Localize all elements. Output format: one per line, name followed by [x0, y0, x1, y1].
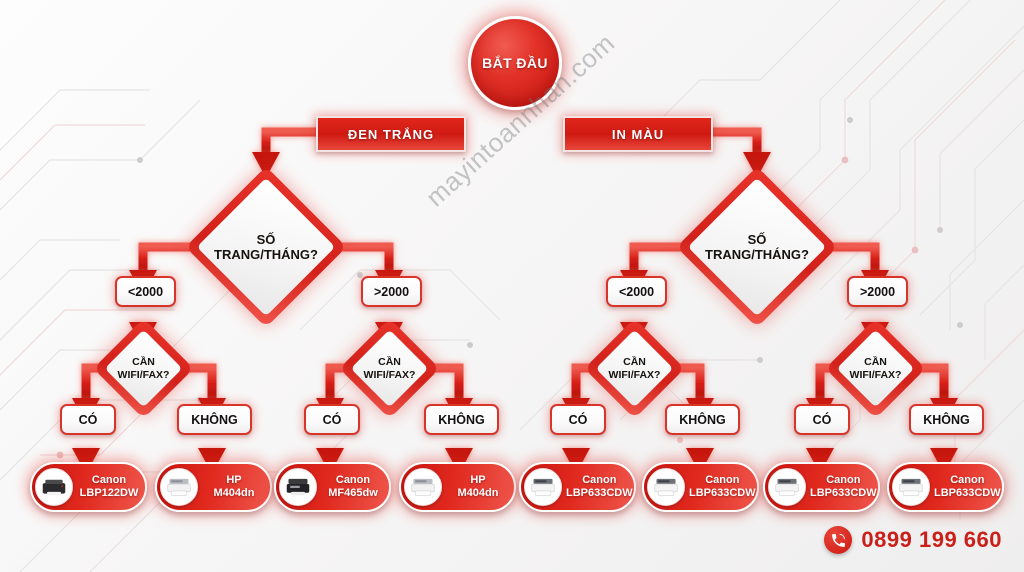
tag-yes-3: CÓ: [550, 404, 606, 435]
product-card[interactable]: HP M404dn: [399, 462, 516, 512]
decision-text: CẦN WIFI/FAX?: [850, 356, 902, 381]
product-model: M404dn: [457, 487, 499, 499]
decision-line-1: CẦN: [378, 356, 401, 369]
tag-yes-4: CÓ: [794, 404, 850, 435]
decision-line-1: SỐ: [256, 231, 276, 247]
product-card[interactable]: Canon LBP633CDW: [887, 462, 1004, 512]
decision-wifi-4: CẦN WIFI/FAX?: [825, 318, 926, 419]
tag-label: KHÔNG: [923, 412, 970, 427]
product-brand: Canon: [335, 473, 371, 486]
product-name: Canon LBP122DW: [73, 474, 145, 500]
printer-white-icon: [647, 468, 685, 506]
product-model: MF465dw: [328, 487, 378, 499]
product-brand: HP: [470, 473, 486, 486]
product-card[interactable]: Canon LBP633CDW: [519, 462, 636, 512]
decision-wifi-2: CẦN WIFI/FAX?: [339, 318, 440, 419]
product-model: M404dn: [213, 487, 255, 499]
product-name: HP M404dn: [198, 474, 270, 500]
decision-line-2: TRANG/THÁNG?: [214, 247, 318, 262]
product-model: LBP633CDW: [689, 487, 756, 499]
product-brand: Canon: [582, 473, 617, 486]
branch-label: IN MÀU: [611, 126, 665, 142]
tag-label: KHÔNG: [438, 412, 485, 427]
decision-line-2: TRANG/THÁNG?: [705, 247, 809, 262]
tag-yes-2: CÓ: [304, 404, 360, 435]
product-card[interactable]: Canon LBP633CDW: [642, 462, 759, 512]
start-label: BẮT ĐẦU: [482, 55, 548, 71]
phone-number: 0899 199 660: [861, 527, 1002, 552]
product-name: HP M404dn: [442, 474, 514, 500]
decision-line-1: SỐ: [747, 231, 767, 247]
printer-white-icon: [768, 468, 806, 506]
printer-white-icon: [892, 468, 930, 506]
decision-wifi-3: CẦN WIFI/FAX?: [584, 318, 685, 419]
decision-line-1: CẦN: [864, 356, 887, 369]
tag-label: CÓ: [322, 412, 342, 427]
product-name: Canon MF465dw: [317, 474, 389, 500]
decision-line-2: WIFI/FAX?: [117, 368, 170, 381]
printer-white-icon: [404, 468, 442, 506]
branch-black-white[interactable]: ĐEN TRẮNG: [316, 116, 466, 152]
decision-line-2: WIFI/FAX?: [363, 368, 416, 381]
tag-yes-1: CÓ: [60, 404, 116, 435]
tag-label: >2000: [373, 284, 410, 299]
decision-volume-color: SỐ TRANG/THÁNG?: [676, 166, 838, 328]
tag-bw-low-volume: <2000: [115, 276, 176, 307]
product-name: Canon LBP633CDW: [806, 474, 881, 500]
decision-volume-bw: SỐ TRANG/THÁNG?: [185, 166, 347, 328]
product-brand: Canon: [950, 473, 985, 486]
decision-text: SỐ TRANG/THÁNG?: [214, 232, 318, 263]
tag-color-low-volume: <2000: [606, 276, 667, 307]
tag-label: CÓ: [78, 412, 98, 427]
tag-label: >2000: [859, 284, 896, 299]
product-model: LBP633CDW: [810, 487, 877, 499]
product-card[interactable]: Canon LBP122DW: [30, 462, 147, 512]
product-card[interactable]: Canon LBP633CDW: [763, 462, 880, 512]
printer-white-icon: [160, 468, 198, 506]
tag-color-high-volume: >2000: [847, 276, 908, 307]
product-card[interactable]: Canon MF465dw: [274, 462, 391, 512]
printer-white-icon: [524, 468, 562, 506]
product-brand: Canon: [91, 473, 127, 486]
product-model: LBP122DW: [79, 487, 139, 499]
tag-no-3: KHÔNG: [665, 404, 740, 435]
decision-line-2: WIFI/FAX?: [608, 368, 661, 381]
branch-color[interactable]: IN MÀU: [563, 116, 713, 152]
product-card[interactable]: HP M404dn: [155, 462, 272, 512]
tag-label: KHÔNG: [191, 412, 238, 427]
product-model: LBP633CDW: [934, 487, 1001, 499]
tag-label: CÓ: [812, 412, 832, 427]
decision-text: CẦN WIFI/FAX?: [118, 356, 170, 381]
tag-label: KHÔNG: [679, 412, 726, 427]
tag-no-2: KHÔNG: [424, 404, 499, 435]
decision-line-1: CẦN: [623, 356, 646, 369]
tag-label: CÓ: [568, 412, 588, 427]
decision-text: SỐ TRANG/THÁNG?: [705, 232, 809, 263]
tag-label: <2000: [618, 284, 655, 299]
phone-icon: [824, 526, 853, 554]
product-name: Canon LBP633CDW: [562, 474, 637, 500]
tag-bw-high-volume: >2000: [361, 276, 422, 307]
decision-line-2: WIFI/FAX?: [849, 368, 902, 381]
printer-dark-icon: [35, 468, 73, 506]
start-node: BẮT ĐẦU: [468, 16, 562, 110]
tag-label: <2000: [127, 284, 164, 299]
product-name: Canon LBP633CDW: [930, 474, 1005, 500]
branch-label: ĐEN TRẮNG: [347, 126, 435, 142]
printer-dark-icon: [279, 468, 317, 506]
contact-phone[interactable]: 0899 199 660: [824, 526, 1002, 554]
tag-no-1: KHÔNG: [177, 404, 252, 435]
product-model: LBP633CDW: [566, 487, 633, 499]
product-brand: Canon: [826, 473, 861, 486]
decision-line-1: CẦN: [132, 356, 155, 369]
decision-wifi-1: CẦN WIFI/FAX?: [93, 318, 194, 419]
product-name: Canon LBP633CDW: [685, 474, 760, 500]
decision-text: CẦN WIFI/FAX?: [364, 356, 416, 381]
decision-text: CẦN WIFI/FAX?: [609, 356, 661, 381]
product-brand: Canon: [705, 473, 740, 486]
product-brand: HP: [226, 473, 242, 486]
tag-no-4: KHÔNG: [909, 404, 984, 435]
